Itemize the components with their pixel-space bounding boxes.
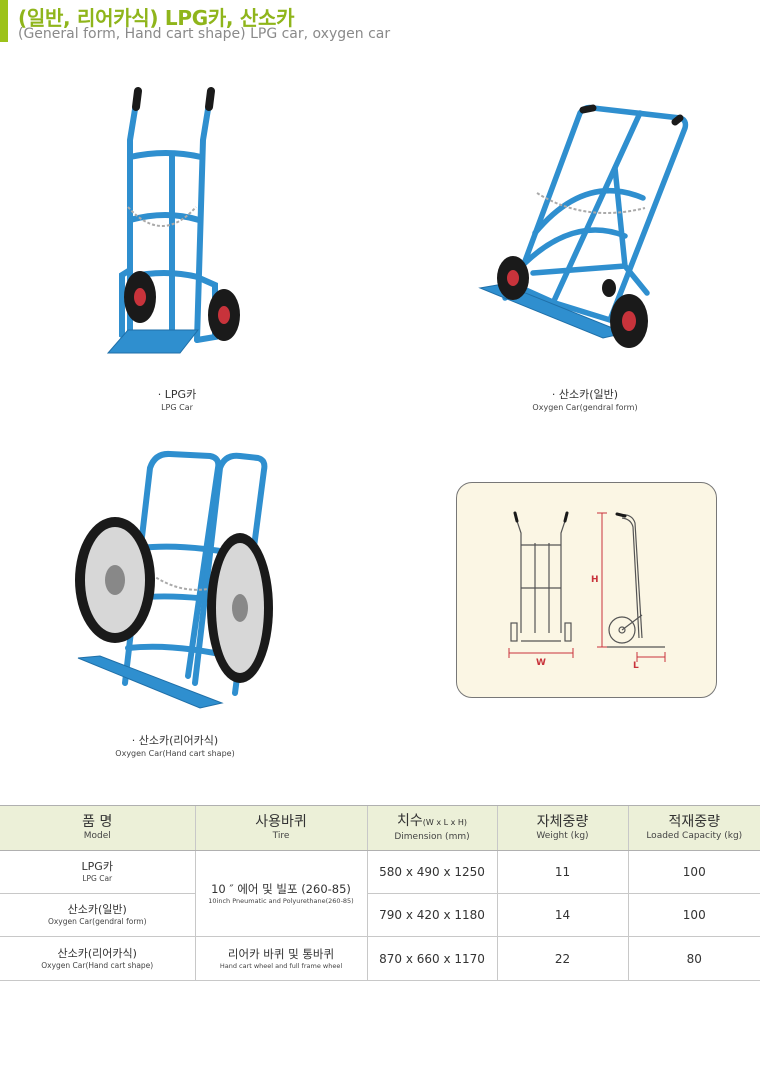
dimension-drawing	[508, 511, 666, 662]
capacity-cell: 100	[627, 850, 760, 894]
dimension-cell: 870 x 660 x 1170	[366, 936, 497, 981]
model-en: LPG Car	[82, 874, 113, 883]
caption-ko: · LPG카	[157, 388, 197, 401]
model-cell: 산소카(리어카식) Oxygen Car(Hand cart shape)	[0, 936, 195, 981]
header-model: 품 명 Model	[0, 805, 195, 851]
caption-ko: · 산소카(리어카식)	[131, 734, 219, 747]
header-en: Loaded Capacity (kg)	[646, 831, 743, 841]
spec-table: 품 명 Model 사용바퀴 Tire 치수(W x L x H) Dimens…	[0, 805, 760, 981]
table-row: 산소카(일반) Oxygen Car(gendral form) 790 x 4…	[0, 893, 760, 937]
header-en: Dimension (mm)	[394, 832, 470, 842]
dimension-label-w: W	[536, 658, 546, 668]
header-en: Model	[83, 831, 111, 841]
header-ko-small: (W x L x H)	[422, 818, 468, 827]
header-ko: 적재중량	[668, 814, 721, 830]
tire-en: Hand cart wheel and full frame wheel	[219, 961, 343, 970]
table-row: LPG카 LPG Car 10 ″ 에어 및 빌포 (260-85) 10inc…	[0, 850, 760, 937]
tire-cell: 10 ″ 에어 및 빌포 (260-85) 10inch Pneumatic a…	[194, 850, 367, 937]
header-ko: 치수	[396, 813, 423, 829]
weight-cell: 14	[496, 893, 628, 937]
dimension-cell: 580 x 490 x 1250	[366, 850, 497, 894]
header-en: Tire	[272, 831, 290, 841]
lpg-cart-caption: · LPG카 LPG Car	[57, 388, 297, 413]
header-dimension: 치수(W x L x H) Dimension (mm)	[366, 805, 497, 851]
header-capacity: 적재중량 Loaded Capacity (kg)	[627, 805, 760, 851]
caption-ko: · 산소카(일반)	[551, 388, 619, 401]
oxygen-cart-handcart-caption: · 산소카(리어카식) Oxygen Car(Hand cart shape)	[55, 734, 295, 759]
tire-ko: 리어카 바퀴 및 통바퀴	[227, 946, 335, 961]
caption-en: LPG Car	[161, 403, 193, 412]
capacity-cell: 100	[627, 893, 760, 937]
oxygen-cart-handcart-image	[75, 450, 273, 709]
header-ko: 자체중량	[536, 814, 589, 830]
weight-cell: 11	[496, 850, 628, 894]
table-row: 산소카(리어카식) Oxygen Car(Hand cart shape) 리어…	[0, 936, 760, 981]
page-title: (일반, 리어카식) LPG카, 산소카	[18, 6, 295, 30]
header-ko: 품 명	[82, 814, 113, 830]
dimension-label-h: H	[591, 575, 599, 585]
lpg-cart-image	[106, 87, 240, 354]
model-en: Oxygen Car(Hand cart shape)	[41, 960, 154, 970]
caption-en: Oxygen Car(Hand cart shape)	[115, 749, 235, 758]
header-en: Weight (kg)	[536, 831, 589, 841]
model-en: Oxygen Car(gendral form)	[47, 917, 147, 926]
header-ko: 사용바퀴	[255, 814, 307, 830]
model-cell: 산소카(일반) Oxygen Car(gendral form)	[0, 893, 195, 937]
model-ko: 산소카(일반)	[67, 903, 127, 916]
tire-en: 10inch Pneumatic and Polyurethane(260-85…	[208, 896, 354, 905]
dimension-cell: 790 x 420 x 1180	[366, 893, 497, 937]
model-ko: LPG카	[81, 860, 113, 873]
dimension-label-l: L	[633, 661, 639, 671]
capacity-cell: 80	[627, 936, 760, 981]
tire-cell: 리어카 바퀴 및 통바퀴 Hand cart wheel and full fr…	[194, 936, 367, 981]
weight-cell: 22	[496, 936, 628, 981]
oxygen-cart-general-image	[478, 104, 689, 348]
oxygen-cart-general-caption: · 산소카(일반) Oxygen Car(gendral form)	[465, 388, 705, 413]
title-accent-bar	[0, 0, 8, 42]
caption-en: Oxygen Car(gendral form)	[532, 403, 638, 412]
page-subtitle: (General form, Hand cart shape) LPG car,…	[18, 26, 391, 42]
tire-ko: 10 ″ 에어 및 빌포 (260-85)	[211, 881, 351, 896]
header-tire: 사용바퀴 Tire	[194, 805, 367, 851]
model-cell: LPG카 LPG Car	[0, 850, 195, 894]
table-header-row: 품 명 Model 사용바퀴 Tire 치수(W x L x H) Dimens…	[0, 805, 760, 851]
header-weight: 자체중량 Weight (kg)	[496, 805, 628, 851]
model-ko: 산소카(리어카식)	[57, 946, 137, 960]
dimension-diagram: W H L	[456, 482, 717, 698]
